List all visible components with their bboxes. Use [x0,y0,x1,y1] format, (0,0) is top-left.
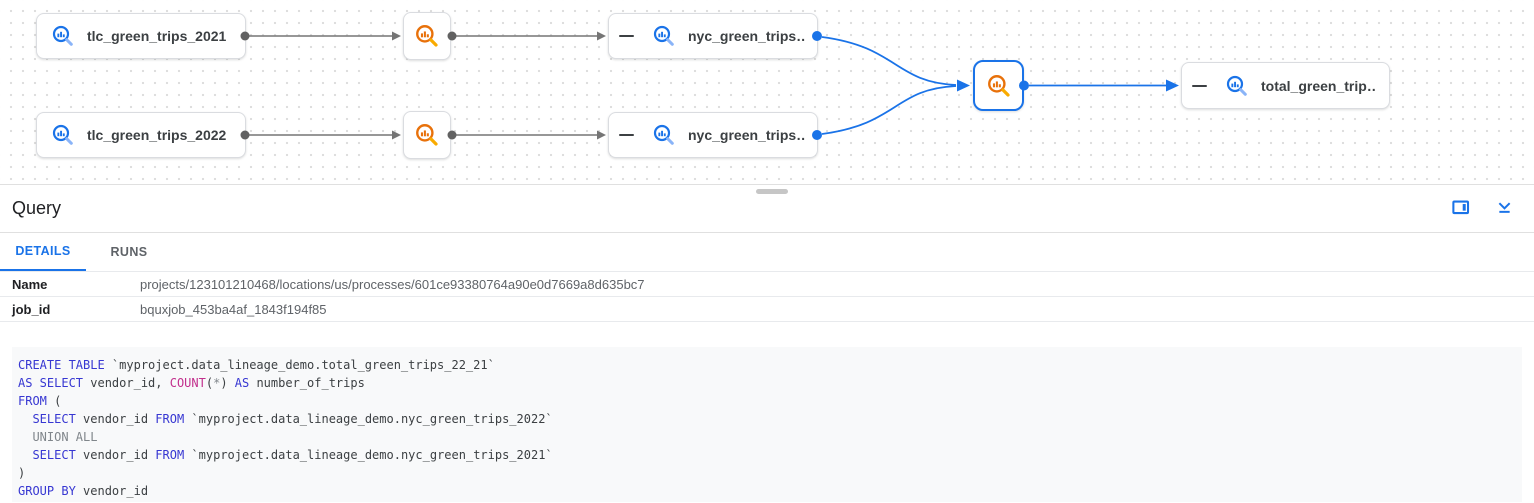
lineage-process-node-2[interactable] [403,111,451,159]
collapse-panel-icon [1495,198,1514,220]
tab-runs[interactable]: RUNS [110,245,148,259]
collapse-node-icon[interactable] [619,134,634,136]
collapse-panel-button[interactable] [1492,197,1516,221]
field-row-name: Name projects/123101210468/locations/us/… [0,272,1534,297]
field-value: projects/123101210468/locations/us/proce… [140,276,645,292]
node-label: total_green_trip… [1261,77,1377,94]
node-label: tlc_green_trips_2021 [87,28,227,44]
lineage-process-node-selected[interactable] [973,60,1024,111]
lineage-graph-canvas[interactable]: tlc_green_trips_2021 tlc_green_trips_202… [0,0,1534,185]
field-row-job-id: job_id bquxjob_453ba4af_1843f194f85 [0,297,1534,322]
bigquery-table-icon [51,24,75,48]
query-details-panel: Query DETAILS RUNS Name projects/1231012… [0,185,1534,502]
panel-title: Query [12,198,62,218]
lineage-node-nyc-green-trips-2022[interactable]: nyc_green_trips… [608,112,818,158]
node-label: nyc_green_trips… [688,28,805,44]
lineage-node-tlc-green-trips-2021[interactable]: tlc_green_trips_2021 [36,13,246,59]
node-label: nyc_green_trips… [688,127,805,143]
tab-details[interactable]: DETAILS [0,233,86,271]
lineage-node-total-green-trips[interactable]: total_green_trip… [1181,62,1390,109]
query-process-icon [986,73,1012,99]
sql-query-code: CREATE TABLE `myproject.data_lineage_dem… [12,347,1522,502]
bigquery-table-icon [1225,74,1249,98]
bigquery-table-icon [652,24,676,48]
field-value: bquxjob_453ba4af_1843f194f85 [140,301,327,317]
open-side-panel-icon [1451,198,1470,220]
panel-resize-handle[interactable] [756,189,788,194]
query-process-icon [414,122,440,148]
panel-header: Query [0,185,1534,233]
query-process-icon [414,23,440,49]
panel-tabs: DETAILS RUNS [0,233,1534,272]
node-label: tlc_green_trips_2022 [87,127,227,143]
lineage-node-nyc-green-trips-2021[interactable]: nyc_green_trips… [608,13,818,59]
bigquery-table-icon [652,123,676,147]
details-fields: Name projects/123101210468/locations/us/… [0,272,1534,322]
collapse-node-icon[interactable] [1192,84,1207,87]
collapse-node-icon[interactable] [619,35,634,37]
bigquery-table-icon [51,123,75,147]
lineage-process-node-1[interactable] [403,12,451,60]
field-label: Name [12,276,48,292]
field-label: job_id [12,301,51,317]
lineage-node-tlc-green-trips-2022[interactable]: tlc_green_trips_2022 [36,112,246,158]
open-side-panel-button[interactable] [1448,197,1472,221]
